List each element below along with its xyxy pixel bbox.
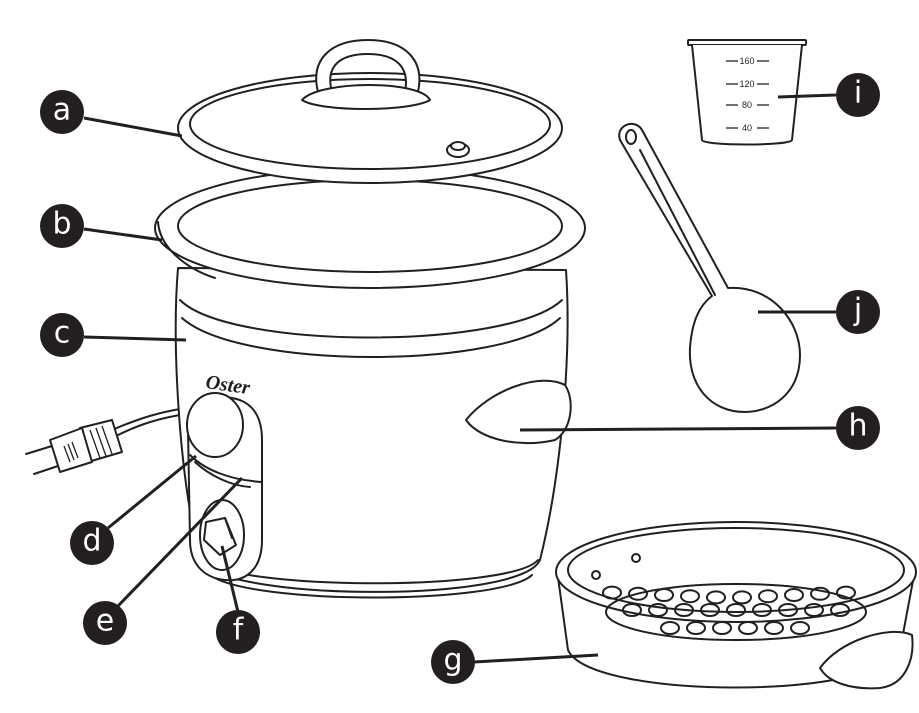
svg-text:b: b <box>52 207 71 242</box>
steam-hole <box>784 588 804 602</box>
steam-hole <box>654 588 674 602</box>
steam-hole <box>622 603 642 617</box>
leader-lines <box>83 93 837 664</box>
steam-hole <box>706 590 726 605</box>
steam-hole <box>830 603 850 617</box>
steam-hole <box>778 603 798 617</box>
cup-mark-40: 40 <box>726 123 769 133</box>
cup-mark-120: 120 <box>726 79 769 89</box>
callout-g: g <box>431 640 475 684</box>
power-cord-plug <box>25 407 187 475</box>
steam-hole <box>764 621 784 635</box>
steam-hole <box>790 621 810 635</box>
steam-hole <box>712 621 732 635</box>
callout-j: j <box>836 290 880 334</box>
steam-hole <box>628 586 648 601</box>
steam-hole <box>836 585 856 600</box>
steam-hole <box>674 603 694 617</box>
steam-hole <box>810 586 830 601</box>
svg-text:c: c <box>54 316 71 351</box>
callout-f: f <box>216 610 260 654</box>
callout-e: e <box>83 601 127 645</box>
svg-text:a: a <box>53 93 71 128</box>
cup-mark-80: 80 <box>726 100 769 110</box>
callout-d: d <box>70 521 114 565</box>
rice-paddle <box>618 122 801 413</box>
svg-text:d: d <box>82 524 101 559</box>
steam-hole <box>758 589 778 604</box>
svg-text:160: 160 <box>739 56 754 66</box>
steam-hole <box>660 621 680 635</box>
steam-hole <box>732 590 752 605</box>
steam-hole <box>602 585 622 600</box>
svg-text:i: i <box>854 76 862 111</box>
svg-text:e: e <box>96 604 114 639</box>
callout-b: b <box>40 204 84 248</box>
svg-text:h: h <box>848 409 867 444</box>
steam-hole <box>686 621 706 635</box>
svg-text:40: 40 <box>742 123 752 133</box>
callout-c: c <box>40 313 84 357</box>
cup-mark-160: 160 <box>726 56 769 66</box>
steam-hole <box>738 621 758 635</box>
callout-h: h <box>836 406 880 450</box>
inner-pot-rim <box>154 167 586 289</box>
steam-hole <box>804 603 824 617</box>
svg-text:120: 120 <box>739 79 754 89</box>
svg-text:f: f <box>233 613 245 648</box>
steam-hole <box>648 603 668 617</box>
steam-hole <box>700 603 720 617</box>
steam-hole <box>752 603 772 617</box>
callout-a: a <box>40 90 84 134</box>
svg-text:80: 80 <box>742 100 752 110</box>
steam-hole <box>680 589 700 604</box>
side-handle <box>465 379 572 445</box>
steamer-tray <box>555 521 917 690</box>
steam-holes <box>602 585 856 635</box>
measuring-cup: 160 120 80 40 <box>687 39 807 146</box>
callout-i: i <box>836 73 880 117</box>
svg-text:j: j <box>853 293 862 328</box>
glass-lid <box>177 39 563 184</box>
control-panel <box>186 392 263 582</box>
svg-text:g: g <box>443 643 462 678</box>
steam-hole <box>726 603 746 617</box>
